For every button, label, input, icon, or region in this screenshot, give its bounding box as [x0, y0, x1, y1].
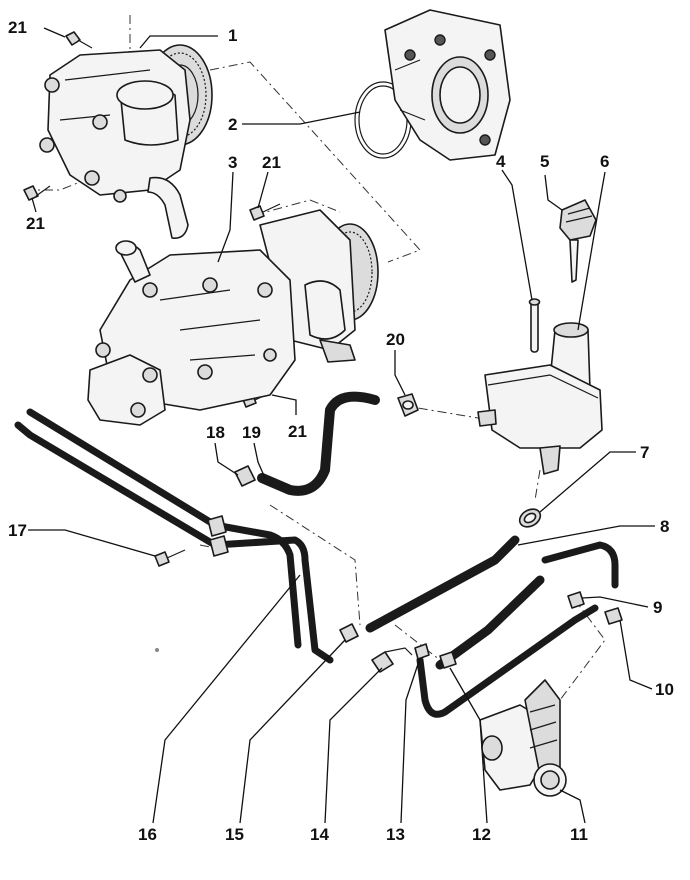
part-18-hose-clamp	[234, 465, 256, 487]
callout-12: 12	[472, 825, 491, 844]
part-3-power-steering-pump	[87, 209, 379, 426]
callout-10: 10	[655, 680, 674, 699]
callout-6: 6	[600, 152, 609, 171]
part-1-pump-housing-upper	[39, 44, 213, 240]
callout-11: 11	[570, 825, 588, 844]
part-8-return-hose	[365, 535, 520, 633]
part-17-bolt	[154, 549, 186, 567]
engine-block-section	[384, 9, 511, 161]
part-13-fitting	[414, 643, 430, 660]
pressure-line-to-valve	[416, 541, 619, 718]
part-11-steering-valve	[479, 679, 567, 797]
callout-labels: 21 1 2 3 21 21 4 5 6 20 21 18 19 7 8 17 …	[8, 18, 674, 844]
part-10-fitting	[604, 607, 623, 625]
callout-2: 2	[228, 115, 237, 134]
callout-18: 18	[206, 423, 225, 442]
callout-9: 9	[653, 598, 662, 617]
bolt-icon	[23, 185, 51, 201]
callout-21-left: 21	[26, 214, 45, 233]
callout-8: 8	[660, 517, 669, 536]
pressure-line-long	[14, 408, 334, 664]
callout-1: 1	[228, 26, 237, 45]
leader-lines	[28, 27, 655, 824]
part-7-hose-clamp	[518, 508, 542, 528]
callout-5: 5	[540, 152, 549, 171]
part-19-suction-hose	[257, 391, 380, 496]
part-6-fluid-reservoir	[477, 322, 603, 475]
bolt-icon	[249, 203, 281, 221]
callout-16: 16	[138, 825, 157, 844]
callout-17: 17	[8, 521, 27, 540]
line-bracket	[207, 515, 229, 557]
callout-13: 13	[386, 825, 405, 844]
callout-19: 19	[242, 423, 261, 442]
part-20-hose-clamp	[397, 393, 419, 417]
callout-3: 3	[228, 153, 237, 172]
part-12-fitting	[439, 651, 457, 669]
callout-14: 14	[310, 825, 329, 844]
callout-7: 7	[640, 443, 649, 462]
part-9-fitting	[567, 591, 585, 609]
part-14-hose-clamp	[371, 647, 413, 673]
callout-4: 4	[496, 152, 506, 171]
callout-21-upper-pump: 21	[262, 153, 281, 172]
part-5-reservoir-cap	[559, 199, 597, 283]
stray-mark	[155, 648, 159, 652]
bolt-icon	[65, 31, 93, 49]
part-15-hose-clamp	[339, 623, 359, 643]
part-4-dipstick	[528, 298, 541, 353]
callout-21-top-left: 21	[8, 18, 27, 37]
callout-15: 15	[225, 825, 244, 844]
callout-21-lower: 21	[288, 422, 307, 441]
callout-20: 20	[386, 330, 405, 349]
